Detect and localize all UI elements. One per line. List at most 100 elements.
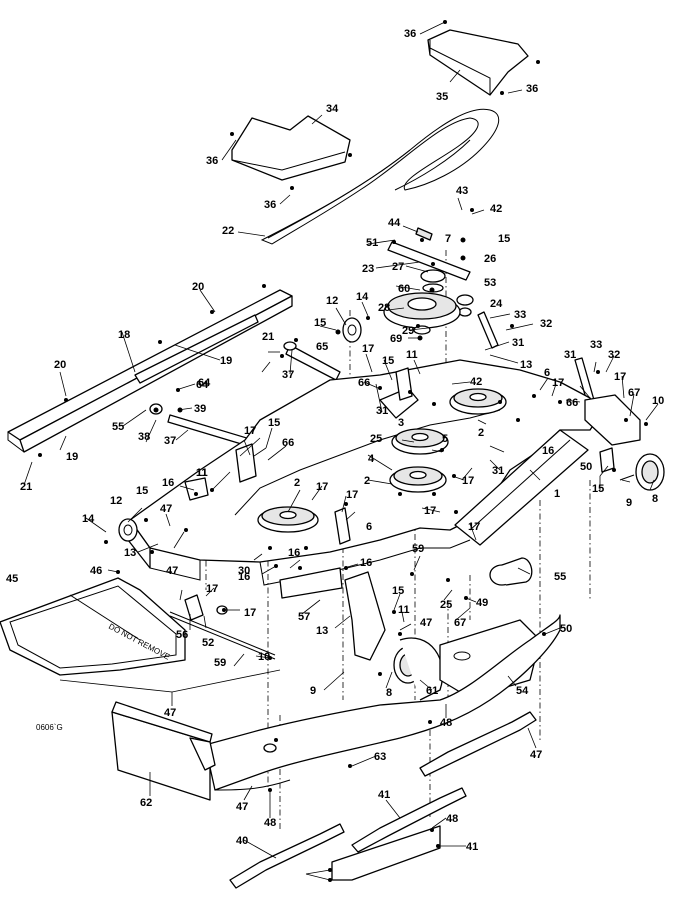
callout-label: 66 <box>566 397 578 409</box>
callout-label: 25 <box>370 433 382 445</box>
callout-label: 31 <box>512 337 524 349</box>
callout-label: 59 <box>214 657 226 669</box>
idler-pulley-12-bottom <box>118 518 138 542</box>
callout-label: 9 <box>310 685 316 697</box>
callout-label: 56 <box>176 629 188 641</box>
callout-label: 4 <box>368 453 375 465</box>
callout-label: 36 <box>206 155 218 167</box>
callout-label: 42 <box>470 376 482 388</box>
callout-label: 36 <box>526 83 538 95</box>
callout-label: 66 <box>358 377 370 389</box>
callout-label: 15 <box>268 417 280 429</box>
callout-label: 31 <box>492 465 504 477</box>
callout-label: 21 <box>262 331 274 343</box>
drive-belt <box>260 108 500 245</box>
callout-label: 15 <box>498 233 510 245</box>
callout-label: 17 <box>244 425 256 437</box>
right-gauge-wheel <box>584 394 665 491</box>
callout-label: 22 <box>222 225 234 237</box>
callout-label: 12 <box>326 295 338 307</box>
callout-label: 64 <box>196 379 209 391</box>
discharge-chute-55: DO NOT REMOVE <box>0 577 186 676</box>
callout-label: 31 <box>564 349 576 361</box>
callout-label: 36 <box>404 28 416 40</box>
callout-label: 34 <box>326 103 339 115</box>
callout-label: 37 <box>282 369 294 381</box>
callout-label: 12 <box>110 495 122 507</box>
callout-label: 16 <box>288 547 300 559</box>
callout-label: 15 <box>392 585 404 597</box>
callout-label: 14 <box>82 513 95 525</box>
callout-label: 37 <box>164 435 176 447</box>
callout-label: 8 <box>386 687 392 699</box>
blade-48-left <box>229 823 345 889</box>
callout-label: 39 <box>194 403 206 415</box>
callout-label: 17 <box>316 481 328 493</box>
callout-label: 30 <box>238 565 250 577</box>
hardware-dots <box>38 20 648 882</box>
callout-label: 67 <box>628 387 640 399</box>
callout-label: 63 <box>374 751 386 763</box>
callout-label: 44 <box>388 217 401 229</box>
callout-label: 41 <box>378 789 390 801</box>
callout-label: 17 <box>462 475 474 487</box>
callout-label: 17 <box>206 583 218 595</box>
lower-gauge-wheel <box>393 637 444 701</box>
callout-label: 5 <box>442 433 448 445</box>
callout-label: 8 <box>652 493 658 505</box>
callout-label: 51 <box>366 237 378 249</box>
callout-label: 17 <box>346 489 358 501</box>
callout-label: 16 <box>360 557 372 569</box>
callout-label: 59 <box>412 543 424 555</box>
callout-label: 2 <box>478 427 484 439</box>
callout-label: 20 <box>192 281 204 293</box>
callout-label: 23 <box>362 263 374 275</box>
callout-label: 3 <box>398 417 404 429</box>
callout-label: 32 <box>540 318 552 330</box>
callout-label: 55 <box>554 571 566 583</box>
callout-label: 26 <box>484 253 496 265</box>
callout-label: 47 <box>164 707 176 719</box>
blade-bracket-40 <box>331 825 441 881</box>
callout-label: 57 <box>298 611 310 623</box>
callout-label: 14 <box>356 291 369 303</box>
callout-label: 62 <box>140 797 152 809</box>
drawing-code: 0606`G <box>36 723 63 732</box>
callout-label: 11 <box>196 467 208 479</box>
callout-label: 7 <box>445 233 451 245</box>
callout-label: 2 <box>294 477 300 489</box>
callout-label: 36 <box>264 199 276 211</box>
callout-label: 35 <box>436 91 448 103</box>
callout-label: 46 <box>90 565 102 577</box>
callout-label: 17 <box>614 371 626 383</box>
callout-label: 16 <box>542 445 554 457</box>
callout-label: 49 <box>476 597 488 609</box>
callout-label: 2 <box>364 475 370 487</box>
callout-label: 16 <box>162 477 174 489</box>
callout-label: 48 <box>264 817 276 829</box>
callout-label: 13 <box>316 625 328 637</box>
callout-label: 50 <box>580 461 592 473</box>
callout-label: 66 <box>282 437 294 449</box>
callout-label: 19 <box>220 355 232 367</box>
shield-63 <box>111 701 216 801</box>
callout-label: 11 <box>196 467 208 479</box>
callout-label: 10 <box>652 395 664 407</box>
callout-label: 47 <box>236 801 248 813</box>
center-brackets <box>184 367 419 661</box>
callout-label: 15 <box>136 485 148 497</box>
callout-label: 29 <box>402 325 414 337</box>
callout-label: 47 <box>530 749 542 761</box>
callout-label: 40 <box>236 835 248 847</box>
callout-label: 33 <box>514 309 526 321</box>
callout-label: 16 <box>238 571 250 583</box>
callout-label: 17 <box>468 521 480 533</box>
callout-label: 6 <box>366 521 372 533</box>
callout-label: 47 <box>420 617 432 629</box>
callout-label: 19 <box>66 451 78 463</box>
callout-label: 42 <box>490 203 502 215</box>
callout-label: 33 <box>590 339 602 351</box>
callout-label: 43 <box>456 185 468 197</box>
callout-label: 55 <box>112 421 124 433</box>
